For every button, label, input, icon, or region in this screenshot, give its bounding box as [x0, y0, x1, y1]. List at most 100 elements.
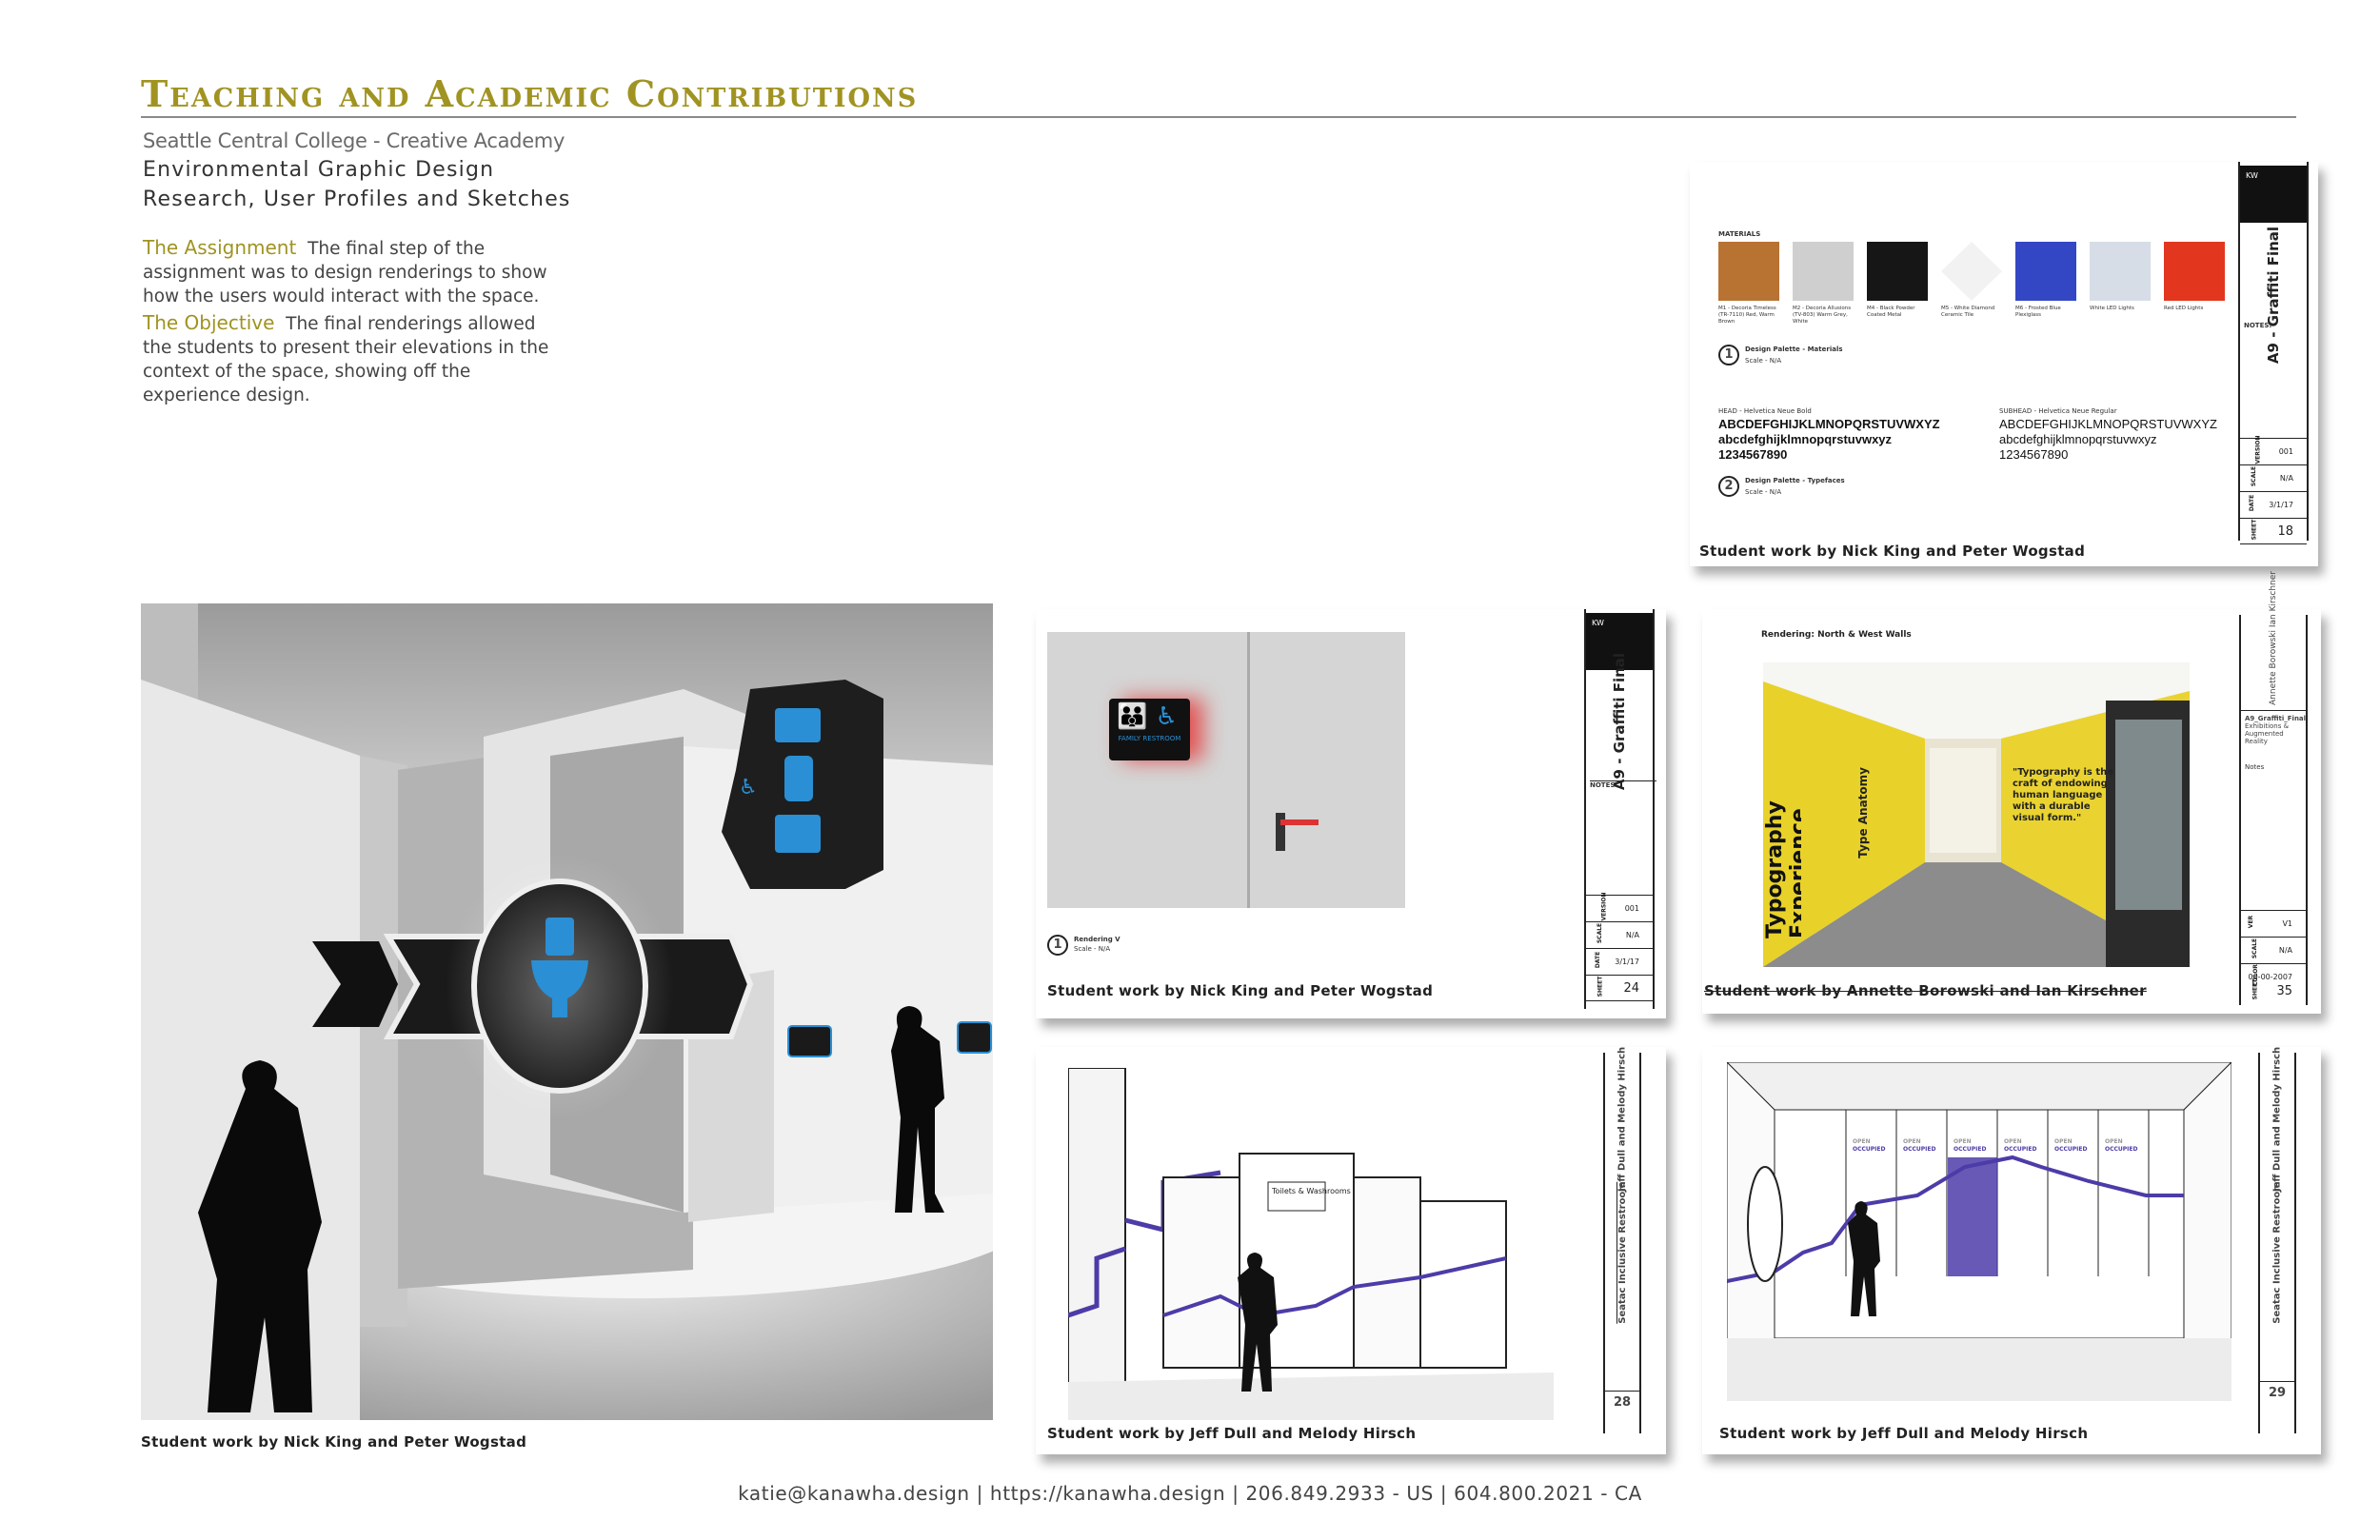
- sign-text: FAMILY RESTROOM: [1118, 735, 1181, 742]
- stalls-project: Seatac Inclusive Restroom: [2271, 1181, 2283, 1324]
- material-swatch: Red LED Lights: [2164, 242, 2225, 326]
- head-digits: 1234567890: [1718, 447, 1788, 462]
- hall-names: Annette Borowski Ian Kirschner: [2269, 571, 2278, 705]
- material-swatch: M6 - Frosted Blue Plexiglass: [2015, 242, 2076, 326]
- stalls-sheet: 29: [2260, 1381, 2294, 1400]
- door-scale: Scale - N/A: [1074, 945, 1111, 953]
- subhead-font-label: SUBHEAD - Helvetica Neue Regular: [1999, 407, 2117, 415]
- corridor-board: Toilets & Washrooms Student work by Jeff…: [1036, 1047, 1666, 1454]
- corridor-sheet: 28: [1605, 1391, 1639, 1410]
- page-title: Teaching and Academic Contributions: [141, 72, 919, 115]
- door-date: 3/1/17: [1615, 958, 1639, 966]
- swatch-color: [1793, 242, 1854, 301]
- corridor-sidebar: Jeff Dull and Melody Hirsch Seatac Inclu…: [1603, 1047, 1641, 1433]
- wall-side-text: Type Anatomy: [1856, 767, 1870, 859]
- topic-name: Research, User Profiles and Sketches: [143, 188, 571, 211]
- stall-open-text: OPEN: [2004, 1138, 2022, 1145]
- contact-footer: katie@kanawha.design | https://kanawha.d…: [738, 1482, 1642, 1505]
- subhead-digits: 1234567890: [1999, 447, 2069, 462]
- stall-occupied-text: OCCUPIED: [1954, 1146, 1987, 1153]
- head-lower: abcdefghijklmnopqrstuvwxyz: [1718, 432, 1893, 446]
- wall-quote: "Typography is the craft of endowing hum…: [2013, 767, 2114, 823]
- caption-door: Student work by Nick King and Peter Wogs…: [1047, 982, 1434, 999]
- material-swatch: White LED Lights: [2090, 242, 2151, 326]
- hall-notes: Notes: [2245, 763, 2265, 771]
- head-font-label: HEAD - Helvetica Neue Bold: [1718, 407, 1812, 415]
- swatch-label: White LED Lights: [2090, 306, 2134, 311]
- stall-occupied-text: OCCUPIED: [2054, 1146, 2088, 1153]
- hall-sheet: 35: [2276, 984, 2292, 998]
- stalls-sidebar: Jeff Dull and Melody Hirsch Seatac Inclu…: [2258, 1047, 2296, 1433]
- wall-big-text: Typography Experience: [1763, 800, 1801, 938]
- hall-board: Rendering: North & West Walls Typography…: [1702, 571, 2321, 1014]
- sidebar-notes: NOTES:: [2244, 322, 2272, 329]
- stall-occupied-text: OCCUPIED: [1903, 1146, 1936, 1153]
- title-rule: [141, 116, 2296, 118]
- material-swatch: M4 - Black Powder Coated Metal: [1867, 242, 1928, 326]
- corridor-names: Jeff Dull and Melody Hirsch: [1616, 1046, 1628, 1193]
- school-name: Seattle Central College - Creative Acade…: [143, 129, 565, 152]
- caption-corridor: Student work by Jeff Dull and Melody Hir…: [1047, 1425, 1417, 1442]
- swatch-label: M1 - Decoria Timeless (TR-7110) Red, War…: [1718, 306, 1776, 325]
- hall-scale: N/A: [2278, 946, 2292, 955]
- door-version: 001: [1624, 904, 1639, 913]
- main-rendering: ♿: [141, 603, 993, 1420]
- corridor-sketch: Toilets & Washrooms: [1068, 1068, 1554, 1420]
- swatch-row: M1 - Decoria Timeless (TR-7110) Red, War…: [1718, 242, 2225, 326]
- materials-label: MATERIALS: [1718, 230, 1761, 238]
- corridor-sign: Toilets & Washrooms: [1271, 1187, 1351, 1195]
- stall-open-text: OPEN: [1954, 1138, 1972, 1145]
- stall-occupied-text: OCCUPIED: [2004, 1146, 2037, 1153]
- caption-materials: Student work by Nick King and Peter Wogs…: [1699, 543, 2086, 560]
- hall-heading: Rendering: North & West Walls: [1761, 630, 1912, 640]
- palette2-number: 2: [1718, 476, 1739, 497]
- door-sheet: 24: [1623, 981, 1639, 996]
- swatch-color: [2015, 242, 2076, 301]
- swatch-label: M6 - Frosted Blue Plexiglass: [2015, 306, 2061, 318]
- palette2-scale: Scale - N/A: [1745, 488, 1782, 496]
- hall-photo: Typography Experience Type Anatomy "Typo…: [1763, 662, 2190, 967]
- material-swatch: M1 - Decoria Timeless (TR-7110) Red, War…: [1718, 242, 1779, 326]
- objective-paragraph: The Objective The final renderings allow…: [143, 311, 552, 407]
- material-swatch: M5 - White Diamond Ceramic Tile: [1941, 242, 2002, 326]
- door-number: 1: [1047, 935, 1068, 956]
- swatch-label: M5 - White Diamond Ceramic Tile: [1941, 306, 1995, 318]
- door-board: 👪 ♿ FAMILY RESTROOM 1 Rendering V Scale …: [1036, 609, 1666, 1018]
- hall-project-sub: Exhibitions & Augmented Reality: [2245, 722, 2290, 745]
- material-swatch: M2 - Decoria Allusions (TV-803) Warm Gre…: [1793, 242, 1854, 326]
- hall-color: 00-00-2007: [2248, 973, 2293, 981]
- swatch-color: [2090, 242, 2151, 301]
- stall-occupied-text: OCCUPIED: [2105, 1146, 2138, 1153]
- door-scale-val: N/A: [1625, 931, 1639, 939]
- hall-version: V1: [2282, 919, 2292, 928]
- head-upper: ABCDEFGHIJKLMNOPQRSTUVWXYZ: [1718, 417, 1940, 431]
- hall-project-name: A9_Graffiti_Final: [2245, 715, 2307, 722]
- swatch-color: [1718, 242, 1779, 301]
- sidebar-version: 001: [2278, 447, 2293, 456]
- stalls-names: Jeff Dull and Melody Hirsch: [2271, 1046, 2283, 1193]
- caption-hall: Student work by Annette Borowski and Ian…: [1704, 982, 2147, 999]
- sidebar-title: A9 - Graffiti Final: [2265, 226, 2282, 365]
- palette1-number: 1: [1718, 345, 1739, 365]
- course-name: Environmental Graphic Design: [143, 158, 495, 182]
- sidebar-sheet: 18: [2277, 524, 2293, 539]
- kw-logo-door: KW: [1586, 613, 1653, 670]
- swatch-label: M2 - Decoria Allusions (TV-803) Warm Gre…: [1793, 306, 1852, 325]
- door-sidebar-title: A9 - Graffiti Final: [1611, 652, 1628, 791]
- hall-sidebar: Annette Borowski Ian Kirschner A9_Graffi…: [2239, 571, 2308, 1005]
- subhead-lower: abcdefghijklmnopqrstuvwxyz: [1999, 432, 2157, 446]
- door-rendering: 👪 ♿ FAMILY RESTROOM: [1047, 632, 1405, 908]
- palette1-scale: Scale - N/A: [1745, 357, 1782, 365]
- sidebar-date: 3/1/17: [2269, 501, 2293, 509]
- swatch-color: [1867, 242, 1928, 301]
